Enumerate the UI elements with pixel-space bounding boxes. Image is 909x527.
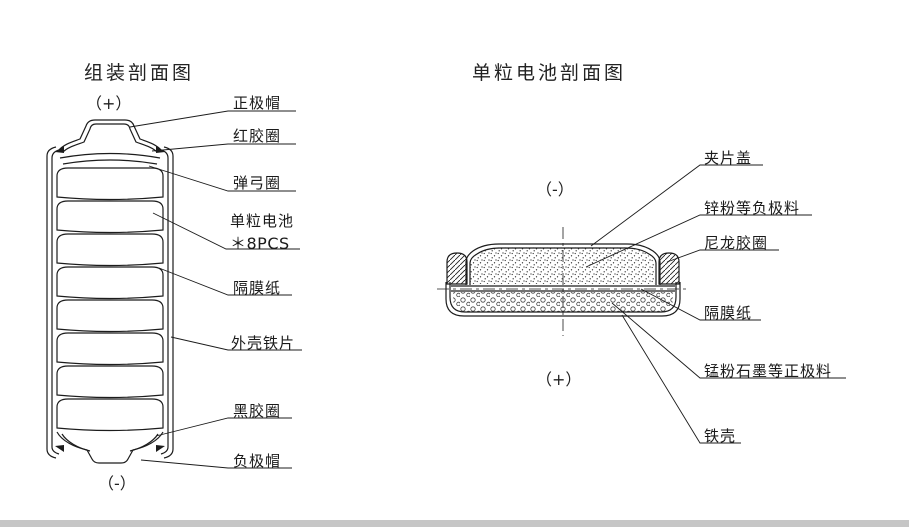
negative-cap — [56, 431, 164, 464]
label-clip-cover: 夹片盖 — [704, 149, 753, 167]
nylon-ring-left — [446, 252, 468, 285]
leader-separator-left — [158, 267, 292, 296]
bottom-divider — [0, 520, 909, 527]
outer-shell-right-wall — [167, 156, 174, 449]
shell-crimp-bottom-left — [46, 446, 60, 459]
leader-separator-right — [640, 288, 761, 321]
label-positive-cap: 正极帽 — [233, 94, 282, 112]
positive-cap-inner — [62, 123, 158, 153]
red-ring-section — [59, 152, 161, 159]
label-zinc-powder: 锌粉等负极料 — [704, 199, 801, 217]
single-cell-drawing — [437, 227, 689, 336]
outer-shell-left-wall — [46, 156, 53, 449]
zinc-powder-region — [470, 247, 655, 284]
cell-stack — [56, 167, 164, 432]
leader-shell-plate — [170, 336, 302, 351]
label-black-ring: 黑胶圈 — [233, 402, 282, 420]
shell-crimp-top-left — [46, 146, 60, 159]
nylon-ring-right — [658, 252, 680, 285]
leader-spring-ring — [148, 165, 296, 192]
separator-layer — [451, 285, 675, 292]
black-ring-wedge-right — [156, 445, 165, 452]
label-single-cell: 单粒电池 — [230, 212, 295, 230]
leader-cap-positive — [129, 110, 296, 128]
shell-crimp-top-right — [160, 146, 174, 159]
label-separator-left: 隔膜纸 — [233, 279, 282, 297]
label-iron-shell: 铁壳 — [704, 427, 737, 445]
label-red-ring: 红胶圈 — [233, 127, 282, 145]
positive-mix-region — [453, 292, 673, 312]
label-shell-plate: 外壳铁片 — [231, 334, 296, 352]
iron-shell-outer — [445, 282, 681, 317]
single-cell-title: 单粒电池剖面图 — [472, 62, 627, 84]
clip-cover-outer — [465, 243, 661, 285]
label-separator-right: 隔膜纸 — [704, 304, 753, 322]
leader-cap-negative — [140, 459, 292, 469]
assembly-leader-lines — [129, 110, 302, 469]
leader-clip-cover — [590, 164, 763, 247]
leader-manganese-mix — [611, 302, 846, 379]
red-ring-wedge-left — [55, 146, 64, 153]
leader-black-ring — [155, 417, 292, 437]
single-cell-leader-lines — [585, 164, 846, 444]
single-cell-polarity-negative: （-） — [536, 180, 574, 199]
shell-crimp-bottom-right — [160, 446, 174, 459]
clip-cover-inner — [469, 247, 657, 285]
leader-single-cell — [152, 212, 300, 250]
leader-red-ring — [151, 143, 296, 152]
single-cell-polarity-positive: （+） — [536, 370, 582, 389]
negative-cap-inner — [61, 433, 159, 452]
label-nylon-ring: 尼龙胶圈 — [704, 234, 769, 252]
assembly-polarity-negative: （-） — [98, 474, 136, 493]
spring-ring-section — [62, 159, 158, 165]
label-cell-count: ＊8PCS — [230, 234, 290, 253]
iron-shell-inner — [449, 282, 677, 313]
assembly-drawing — [46, 119, 174, 464]
label-negative-cap: 负极帽 — [233, 452, 282, 470]
assembly-polarity-positive: （+） — [86, 94, 132, 113]
leader-iron-shell — [621, 314, 741, 444]
positive-cap — [57, 119, 163, 152]
red-ring-wedge-right — [156, 146, 165, 153]
black-ring-wedge-left — [55, 445, 64, 452]
leader-nylon-ring — [666, 249, 779, 263]
assembly-title: 组装剖面图 — [84, 62, 195, 84]
leader-zinc-powder — [585, 214, 812, 268]
label-spring-ring: 弹弓圈 — [233, 174, 282, 192]
label-manganese-mix: 锰粉石墨等正极料 — [704, 362, 833, 380]
